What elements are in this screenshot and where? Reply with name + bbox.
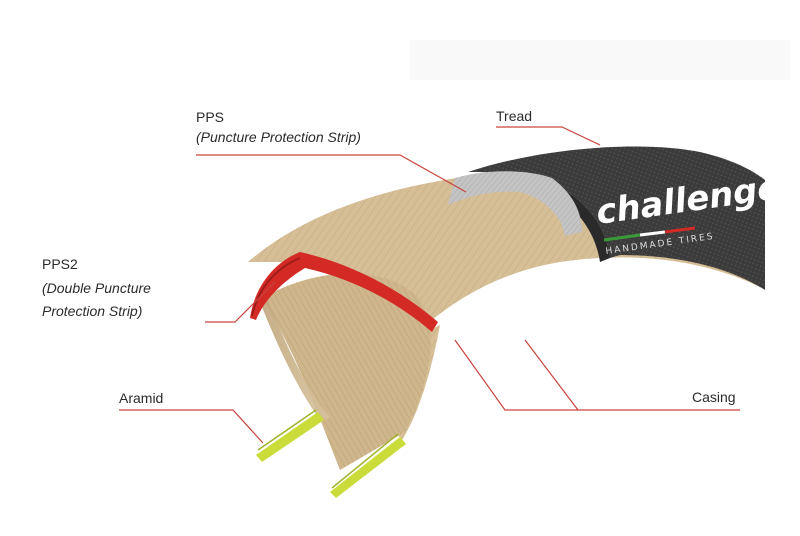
leader-casing-b bbox=[524, 339, 579, 411]
label-pps2: PPS2 (Double Puncture Protection Strip) bbox=[42, 254, 151, 321]
label-aramid-name: Aramid bbox=[119, 390, 164, 406]
label-pps-name: PPS bbox=[196, 109, 225, 125]
label-pps-desc: (Puncture Protection Strip) bbox=[196, 129, 361, 145]
pps2-layer-edge bbox=[251, 257, 301, 317]
label-tread-name: Tread bbox=[496, 108, 533, 124]
watermark bbox=[410, 40, 790, 80]
label-aramid: Aramid bbox=[119, 388, 163, 408]
pps2-layer bbox=[250, 252, 438, 332]
aramid-beads bbox=[256, 409, 406, 498]
label-pps: PPS (Puncture Protection Strip) bbox=[196, 107, 361, 147]
leader-lines bbox=[119, 126, 740, 444]
label-tread: Tread bbox=[496, 106, 532, 126]
leader-tread bbox=[496, 126, 601, 146]
pps-layer bbox=[448, 171, 582, 236]
leader-pps bbox=[196, 154, 467, 193]
label-casing-name: Casing bbox=[692, 389, 736, 405]
leader-aramid bbox=[119, 409, 264, 444]
leader-casing-a bbox=[454, 339, 740, 411]
label-pps2-desc-2: Protection Strip) bbox=[42, 303, 143, 319]
label-pps2-name: PPS2 bbox=[42, 256, 78, 272]
label-casing: Casing bbox=[692, 387, 736, 407]
label-pps2-desc-1: (Double Puncture bbox=[42, 280, 151, 296]
tread-layer bbox=[468, 146, 765, 290]
casing-inner bbox=[262, 273, 431, 470]
casing-fold bbox=[260, 300, 330, 420]
leader-pps2 bbox=[205, 281, 276, 323]
